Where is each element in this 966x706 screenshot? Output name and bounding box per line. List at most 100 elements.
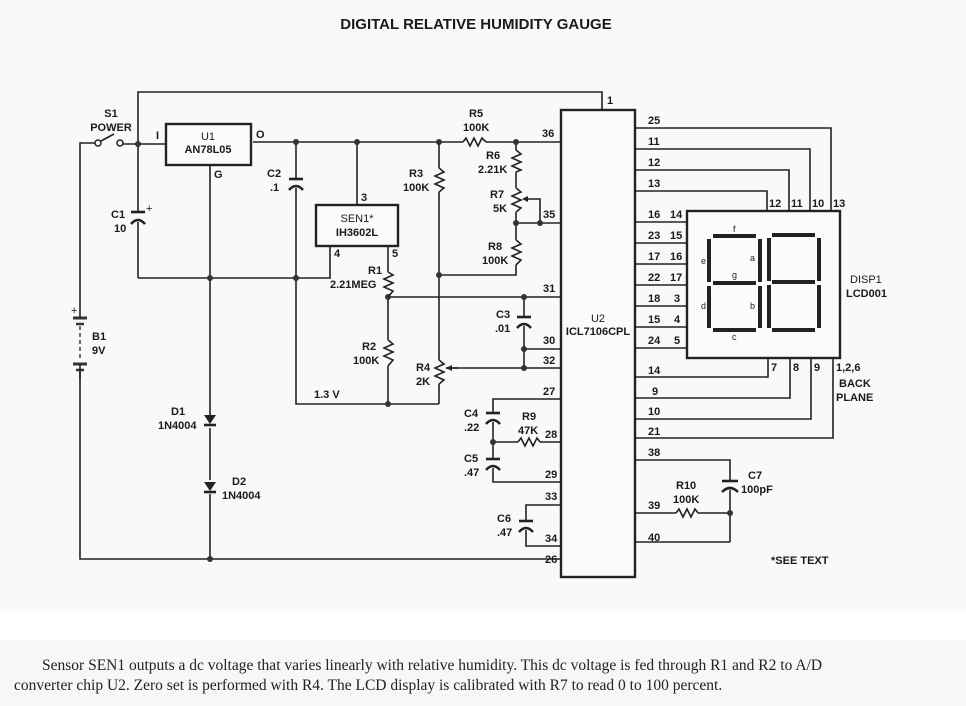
backplane-pins: 1,2,6 [836,362,860,374]
u2-pin: 34 [545,533,558,545]
capacitor-c2: C2 .1 [267,168,304,194]
resistor-r5: R5 100K [462,108,489,148]
r8-value: 100K [482,255,508,267]
segment-label: b [750,301,755,311]
c3-ref: C3 [496,309,510,321]
u2-pin: 33 [545,491,557,503]
diode-icon [204,482,216,491]
u2-pin: 30 [543,335,555,347]
footnote: *SEE TEXT [771,555,829,567]
disp1-value: LCD001 [846,288,887,300]
c1-polarity-icon: + [146,203,152,215]
diode-d1: D1 1N4004 [158,406,216,432]
disp-pin: 8 [793,362,799,374]
b1-ref: B1 [92,331,106,343]
battery-b1: + B1 9V [71,305,106,378]
switch-lever-icon [100,133,115,142]
seven-segment-digit-2 [767,233,821,332]
d1-value: 1N4004 [158,420,197,432]
s1-ref: S1 [104,108,117,120]
wiper-arrow-icon [446,365,452,371]
b1-value: 9V [92,345,106,357]
disp-pin: 9 [814,362,820,374]
u2-pin: 40 [648,532,660,544]
u2-pin: 24 [648,335,661,347]
wires [79,91,834,560]
schematic-diagram: DIGITAL RELATIVE HUMIDITY GAUGE [71,16,887,579]
adc-u2: U2 ICL7106CPL 1 36 35 31 30 32 27 28 29 … [542,95,661,579]
net-label-1v3: 1.3 V [314,389,340,401]
u2-pin: 12 [648,157,660,169]
segment-label: e [701,256,706,266]
disp-pin: 12 [769,198,781,210]
segment-label: d [701,301,706,311]
disp-pin: 15 [670,230,682,242]
c7-ref: C7 [748,470,762,482]
u2-value: ICL7106CPL [566,326,630,338]
resistor-r4: R4 2K [416,359,458,388]
switch-contact-icon [94,139,102,147]
resistor-r1: R1 2.21MEG [330,265,395,298]
disp-pin: 14 [670,209,683,221]
u2-pin: 35 [543,209,555,221]
u2-pin: 27 [543,386,555,398]
disp-pin: 3 [674,293,680,305]
u2-pin: 10 [648,406,660,418]
u2-pin: 36 [542,128,554,140]
r4-value: 2K [416,376,430,388]
r8-ref: R8 [488,241,502,253]
segment-label: g [732,270,737,280]
disp1-ref: DISP1 [850,274,882,286]
capacitor-c3: C3 .01 [495,309,532,335]
c6-value: .47 [497,527,512,539]
u2-pin: 28 [545,429,557,441]
sen1-ref: SEN1* [340,213,374,225]
r2-ref: R2 [362,341,376,353]
b1-polarity-icon: + [71,305,77,317]
r10-ref: R10 [676,480,696,492]
c1-ref: C1 [111,209,125,221]
u2-pin: 21 [648,426,660,438]
seven-segment-digit-1 [707,234,762,332]
caption-line-1: Sensor SEN1 outputs a dc voltage that va… [42,657,823,674]
u2-pin: 39 [648,500,660,512]
diode-d2: D2 1N4004 [204,476,261,502]
u2-pin: 11 [648,136,660,148]
c4-value: .22 [464,422,479,434]
d2-ref: D2 [232,476,246,488]
disp-pin: 4 [674,314,681,326]
segment-label: f [733,224,736,234]
u1-ref: U1 [201,131,215,143]
r3-ref: R3 [409,168,423,180]
d1-ref: D1 [171,406,185,418]
sen1-pin-5: 5 [392,248,398,260]
sen1-value: IH3602L [336,227,378,239]
capacitor-c5: C5 .47 [464,453,501,479]
schematic-area: DIGITAL RELATIVE HUMIDITY GAUGE [71,16,887,579]
u2-pin: 16 [648,209,660,221]
u2-pin: 25 [648,115,660,127]
sen1-pin-4: 4 [334,248,341,260]
u1-pin-ground: G [214,169,223,181]
r1-ref: R1 [368,265,382,277]
capacitor-c4: C4 .22 [464,408,501,434]
r10-value: 100K [673,494,699,506]
r9-value: 47K [518,425,538,437]
c3-value: .01 [495,323,510,335]
u2-pin: 17 [648,251,660,263]
c2-value: .1 [270,182,279,194]
c7-value: 100pF [741,484,773,496]
c2-ref: C2 [267,168,281,180]
u2-pin: 1 [607,95,613,107]
r3-value: 100K [403,182,429,194]
c5-ref: C5 [464,453,478,465]
r7-ref: R7 [490,189,504,201]
switch-contact-icon [116,139,124,147]
disp-pin: 10 [812,198,824,210]
u2-pin: 18 [648,293,660,305]
u2-pin: 14 [648,365,661,377]
segment-label: c [732,332,737,342]
sensor-sen1: SEN1* IH3602L 3 4 5 [314,192,400,260]
u1-pin-input: I [156,130,159,142]
u2-pin: 15 [648,314,660,326]
